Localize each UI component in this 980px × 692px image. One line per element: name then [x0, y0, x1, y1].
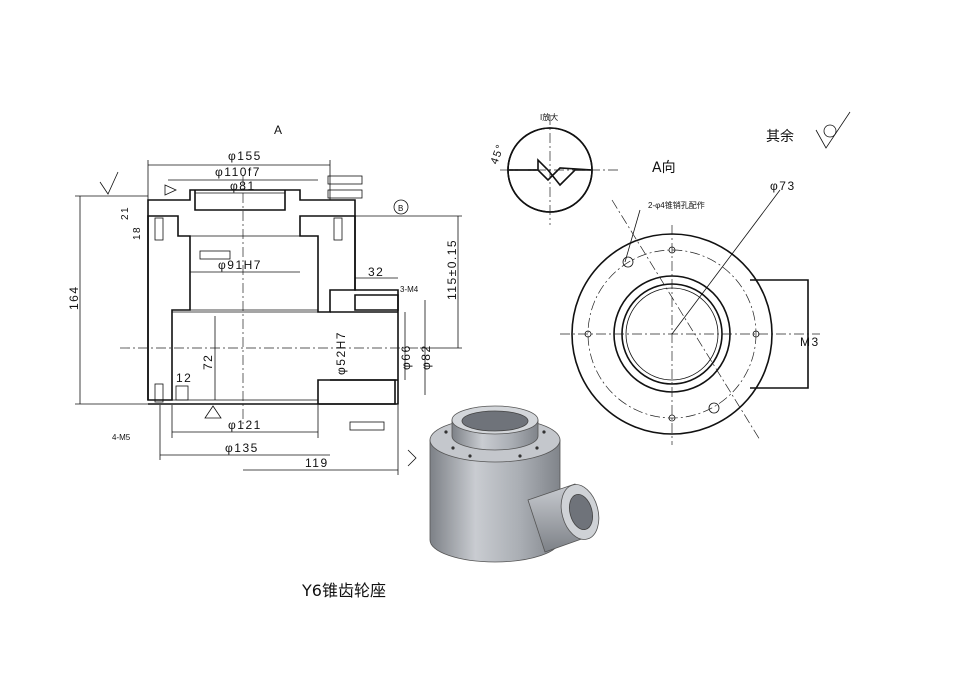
top-bore	[461, 410, 529, 432]
dim-d121: φ121	[228, 418, 262, 432]
dim-len12: 12	[176, 371, 192, 385]
dim-3M4: 3-M4	[400, 285, 419, 294]
section-hatch-right-wall	[299, 215, 356, 313]
top-flange	[194, 190, 286, 211]
pin-hole-1	[622, 256, 634, 268]
section-label-A: A	[274, 123, 284, 137]
dim-d52H7: φ52H7	[334, 331, 348, 375]
section-hatch-port	[354, 294, 399, 311]
bolt-hole-top-left	[154, 217, 164, 241]
tolerance-frame-3	[199, 250, 231, 260]
detail-angle: 45°	[489, 142, 508, 166]
dim-d81: φ81	[230, 179, 256, 193]
dim-len18: 18	[132, 226, 143, 240]
bolt-hole-3	[668, 246, 676, 254]
roughness-symbol-right	[407, 449, 417, 467]
datum-triangle-bottom	[204, 405, 222, 419]
bolt-hole-2	[752, 330, 760, 338]
drawing-caption: Y6锥齿轮座	[301, 581, 386, 600]
tolerance-frame-4	[349, 421, 385, 431]
dim-d82: φ82	[419, 344, 433, 370]
bore-inner-step	[172, 235, 330, 401]
holes-note: 2-φ4锥销孔配作	[648, 200, 705, 210]
datum-circle-B	[393, 199, 409, 215]
dim-len72: 72	[201, 354, 215, 370]
dim-len32: 32	[368, 265, 384, 279]
dimension-lines	[75, 160, 462, 475]
a-direction-view: A向 其余 φ73 2-φ4锥销孔配作 M3	[560, 111, 851, 445]
view-direction-label: A向	[652, 160, 676, 176]
tolerance-frame-2	[327, 189, 363, 199]
dim-len164: 164	[67, 285, 81, 310]
roughness-symbol-left	[99, 171, 119, 195]
dim-len21: 21	[120, 206, 131, 220]
side-port-bore-3d	[568, 493, 594, 531]
roughness-note-symbol	[815, 111, 851, 149]
dim-d135: φ135	[225, 441, 259, 455]
dim-d110f7: φ110f7	[215, 165, 261, 179]
dim-d91H7: φ91H7	[218, 258, 262, 272]
section-hatch-bottom-right	[317, 379, 396, 405]
datum-triangle-top	[164, 184, 177, 196]
bolt-hole-bottom-left-2	[175, 385, 189, 401]
dim-M3: M3	[800, 335, 820, 349]
bolt-hole-top-right	[333, 217, 343, 241]
dim-d155: φ155	[228, 149, 262, 163]
pin-hole-2	[708, 402, 720, 414]
isometric-model	[429, 405, 600, 563]
bolt-hole-4	[668, 414, 676, 422]
dim-len119: 119	[305, 456, 329, 470]
dim-d66: φ66	[399, 344, 413, 370]
detail-label: I放大	[540, 112, 558, 122]
leader-d73	[671, 189, 781, 335]
tolerance-frame-1	[327, 175, 363, 185]
bolt-hole-1	[584, 330, 592, 338]
dim-d73: φ73	[770, 179, 796, 193]
roughness-note: 其余	[766, 128, 794, 145]
datum-letter-B: B	[398, 204, 403, 213]
section-view: φ155 φ110f7 φ81 φ91H7 φ121 φ135 119 32 1…	[67, 123, 462, 475]
dim-4M5: 4-M5	[112, 433, 131, 442]
detail-view: I放大 45°	[489, 112, 620, 225]
dim-len115: 115±0.15	[445, 239, 459, 300]
section-outline	[147, 189, 399, 405]
bolt-hole-bottom-left	[154, 383, 164, 403]
side-port-bore	[330, 311, 398, 381]
